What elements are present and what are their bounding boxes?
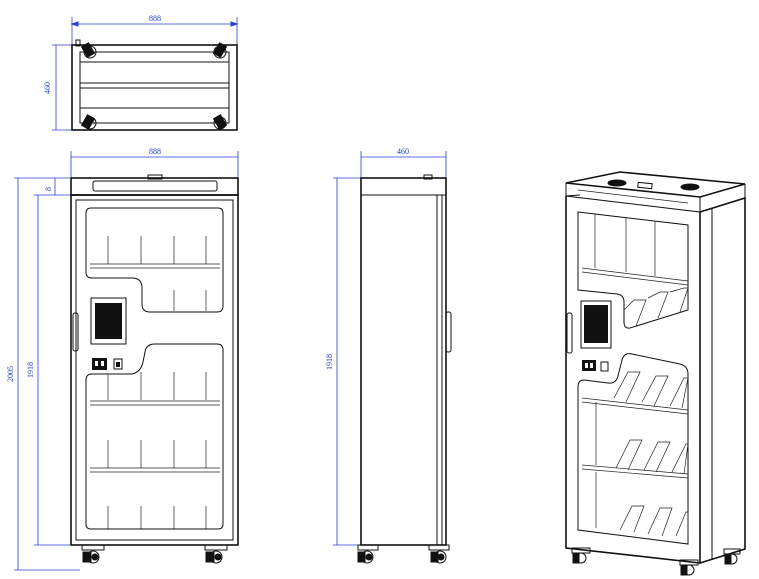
front-caster-left [81, 544, 105, 564]
iso-caster-front-right [679, 559, 699, 576]
front-body-height-label: 1918 [26, 362, 35, 378]
front-screen [90, 297, 127, 345]
top-view: 888 460 [43, 14, 239, 131]
iso-screen [580, 300, 612, 349]
iso-keypad [582, 360, 596, 371]
front-width-label: 888 [149, 147, 161, 156]
isometric-view [565, 171, 746, 576]
iso-caster-front-left [571, 547, 591, 564]
front-view: 888 2005 1918 8 [6, 147, 239, 571]
top-width-label: 888 [149, 14, 161, 23]
side-body-height-label: 1918 [325, 354, 334, 370]
caster-bottom-left [80, 114, 97, 130]
side-caster-left [357, 544, 379, 564]
front-keypad [92, 358, 107, 370]
top-depth-label: 460 [43, 82, 52, 94]
side-depth-label: 460 [397, 147, 409, 156]
iso-handle [566, 312, 573, 354]
front-handle [72, 312, 79, 352]
caster-bottom-right [212, 114, 228, 130]
side-caster-right [428, 544, 450, 564]
iso-caster-back-right [723, 548, 741, 565]
side-view: 460 1918 [325, 147, 452, 564]
caster-top-left [80, 42, 97, 59]
caster-top-right [212, 42, 228, 59]
front-top-offset-label: 8 [44, 187, 53, 191]
front-caster-right [204, 544, 228, 564]
side-handle [445, 311, 452, 353]
front-total-height-label: 2005 [6, 366, 15, 382]
